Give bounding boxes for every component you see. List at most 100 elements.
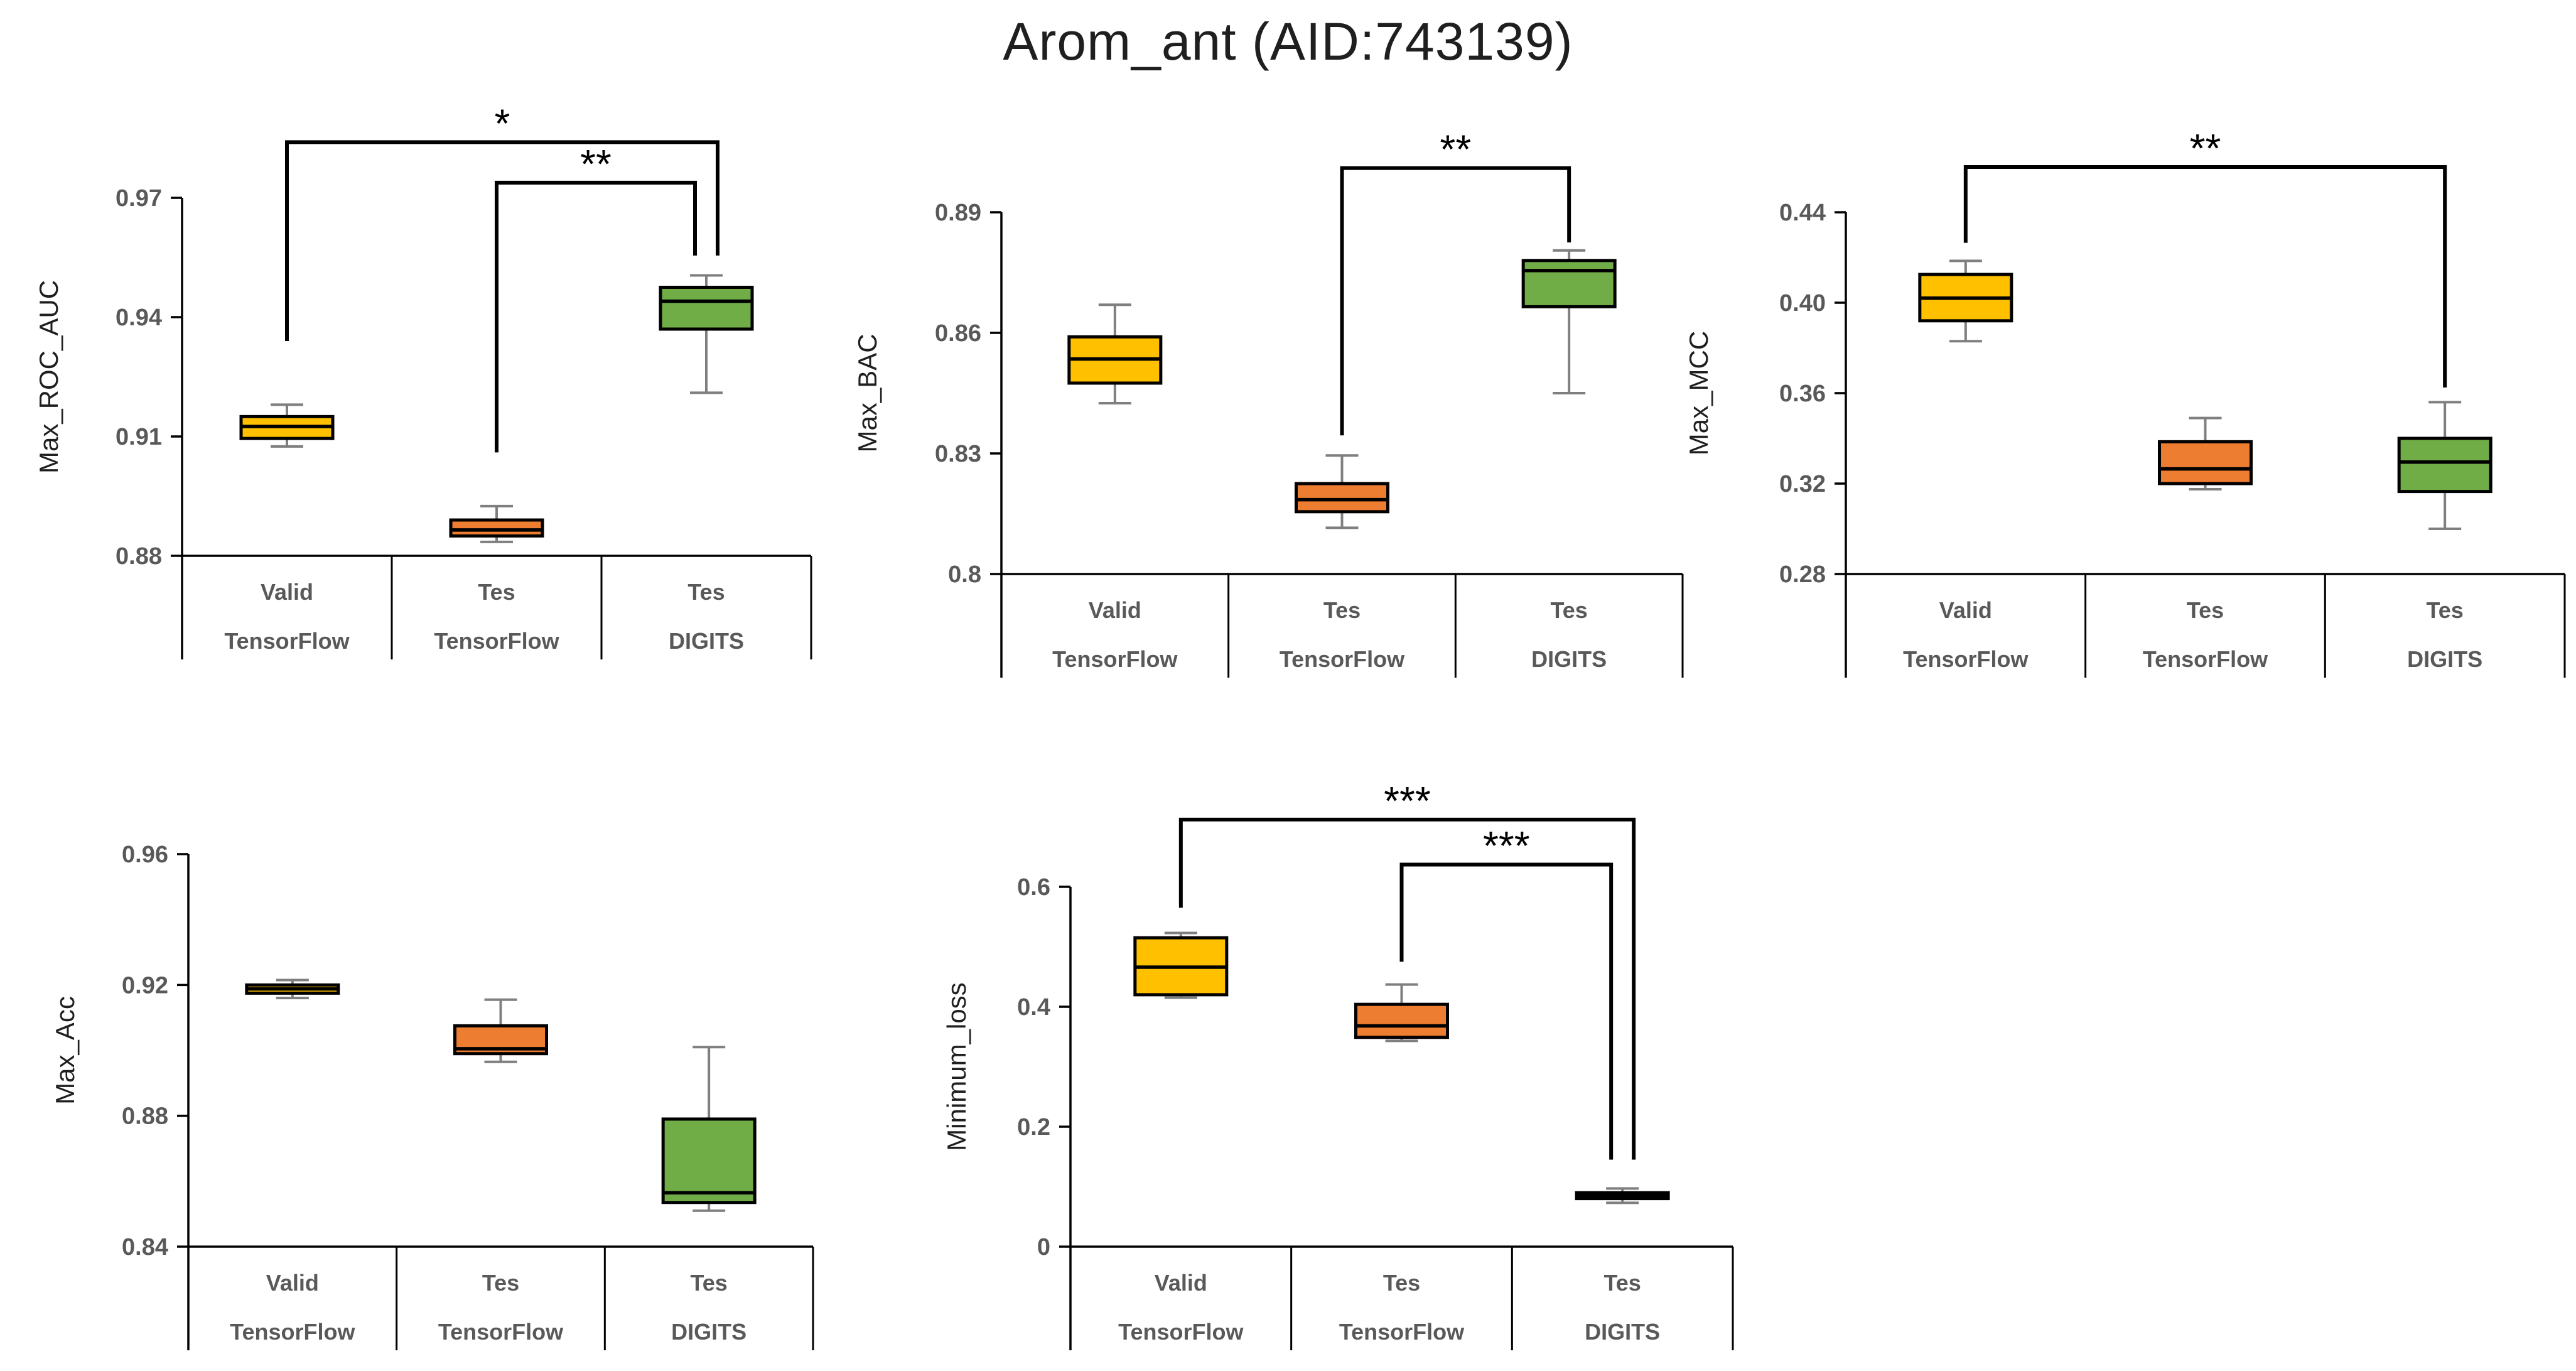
category-label-top: Tes (482, 1270, 519, 1296)
box-rect (1295, 482, 1389, 514)
category-label-top: Tes (1550, 597, 1587, 623)
category-label-top: Tes (690, 1270, 727, 1296)
y-axis-title: Max_Acc (50, 996, 80, 1105)
significance-bracket (1399, 862, 1614, 1160)
box-group-tes-tensorflow (1354, 983, 1449, 1043)
category-label-bottom: TensorFlow (1280, 646, 1405, 672)
box-group-tes-digits (2397, 401, 2492, 530)
y-axis: 0.890.860.830.8 (935, 200, 1003, 678)
box-rect (2158, 440, 2253, 485)
y-tick-label: 0.6 (1017, 874, 1050, 901)
y-tick-label: 0.92 (122, 972, 168, 999)
box-group-tes-digits (1521, 249, 1617, 394)
panel-max_mcc: 0.440.400.360.320.28Max_MCCValidTensorFl… (1684, 126, 2566, 678)
y-tick-label: 0.44 (1779, 200, 1826, 226)
y-axis-title: Max_BAC (853, 333, 882, 452)
y-axis: 0.96 0.92 0.88 0.84 (122, 842, 190, 1350)
significance-label: ** (2190, 126, 2221, 171)
box-rect (661, 1117, 757, 1205)
box-group-tes-tensorflow (453, 998, 548, 1063)
panel-minimum_loss: 0.60.40.20Minimum_lossValidTensorFlowTes… (942, 778, 1734, 1350)
category-label-bottom: DIGITS (669, 628, 744, 654)
significance-bracket (1178, 818, 1636, 1160)
category-label-bottom: TensorFlow (230, 1319, 355, 1345)
y-tick-label: 0.88 (122, 1103, 168, 1130)
category-label-bottom: TensorFlow (1903, 646, 2029, 672)
y-axis: 0.60.40.20 (1017, 874, 1072, 1350)
significance-bracket (1340, 166, 1571, 436)
box-group-tes-digits (661, 1046, 757, 1212)
significance-label: ** (580, 141, 612, 187)
y-tick-label: 0.8 (948, 561, 981, 588)
category-label-top: Valid (1939, 597, 1992, 623)
category-label-top: Tes (1383, 1270, 1420, 1296)
box-group-tes-tensorflow (1295, 454, 1389, 529)
y-axis-title: Max_ROC_AUC (34, 280, 63, 474)
category-label-bottom: DIGITS (1531, 646, 1607, 672)
y-tick-label: 0.4 (1017, 994, 1050, 1021)
category-label-bottom: TensorFlow (434, 628, 559, 654)
category-label-top: Tes (2187, 597, 2224, 623)
box-rect (1521, 259, 1617, 308)
significance-label: * (495, 100, 510, 146)
category-label-bottom: DIGITS (1585, 1319, 1660, 1345)
y-tick-label: 0.97 (116, 185, 162, 212)
panel-max_roc_auc: 0.970.940.910.88Max_ROC_AUCValidTensorFl… (34, 100, 812, 659)
box-group-tes-tensorflow (2158, 416, 2253, 490)
significance-label: *** (1384, 778, 1431, 823)
category-label-bottom: TensorFlow (438, 1319, 564, 1345)
category-label-bottom: TensorFlow (1052, 646, 1178, 672)
category-label-top: Tes (2426, 597, 2463, 623)
y-tick-label: 0.84 (122, 1234, 168, 1260)
category-label-bottom: DIGITS (671, 1319, 746, 1345)
box-group-valid-tensorflow (1133, 931, 1229, 999)
significance-bracket (1963, 165, 2447, 387)
category-label-bottom: TensorFlow (1118, 1319, 1244, 1345)
y-axis: 0.440.400.360.320.28 (1779, 200, 1847, 678)
panel-max_bac: 0.890.860.830.8Max_BACValidTensorFlowTes… (853, 127, 1684, 678)
category-label-top: Valid (1089, 597, 1141, 623)
box-group-tes-tensorflow (449, 504, 544, 543)
y-tick-label: 0.28 (1779, 561, 1826, 588)
category-label-bottom: TensorFlow (1339, 1319, 1465, 1345)
y-tick-label: 0.2 (1017, 1114, 1050, 1141)
y-tick-label: 0.94 (116, 305, 162, 331)
significance-bracket (495, 180, 697, 453)
y-tick-label: 0.32 (1779, 471, 1826, 497)
significance-label: ** (1440, 127, 1471, 172)
significance-bracket (285, 140, 719, 341)
y-tick-label: 0.91 (116, 424, 162, 450)
y-axis: 0.97 0.94 0.91 0.88 (116, 185, 183, 659)
y-tick-label: 0.86 (935, 320, 981, 347)
y-axis-title: Max_MCC (1684, 331, 1713, 455)
y-axis-title: Minimum_loss (942, 982, 971, 1151)
category-label-top: Tes (478, 579, 515, 605)
box-group-valid-tensorflow (1067, 303, 1163, 404)
box-rect (2397, 436, 2492, 494)
box-group-valid-tensorflow (1918, 259, 2013, 343)
y-tick-label: 0.88 (116, 543, 162, 570)
box-rect (449, 518, 544, 538)
box-group-valid-tensorflow (239, 403, 335, 448)
significance-label: *** (1483, 823, 1530, 869)
box-group-tes-digits (1575, 1187, 1670, 1205)
category-label-top: Valid (266, 1270, 319, 1296)
y-tick-label: 0.89 (935, 200, 981, 226)
box-rect (1354, 1002, 1449, 1039)
y-tick-label: 0.96 (122, 842, 168, 868)
category-label-bottom: TensorFlow (2143, 646, 2268, 672)
category-label-top: Tes (1323, 597, 1361, 623)
y-tick-label: 0.36 (1779, 381, 1826, 407)
box-group-tes-digits (659, 274, 754, 394)
category-label-bottom: TensorFlow (224, 628, 350, 654)
category-label-top: Tes (687, 579, 725, 605)
figure-title: Arom_ant (AID:743139) (1003, 12, 1573, 71)
